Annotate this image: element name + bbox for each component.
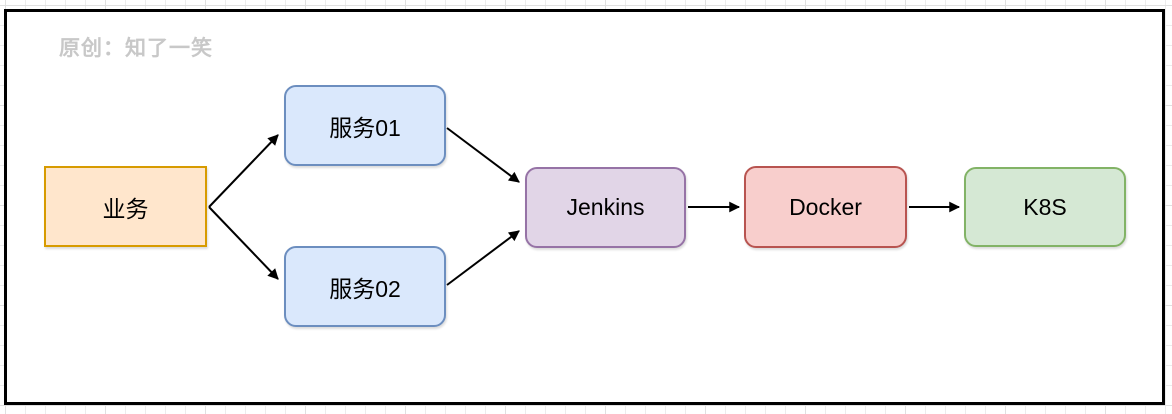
node-service-02: 服务02 [284,246,446,327]
node-docker: Docker [744,166,907,248]
node-jenkins-label: Jenkins [566,194,645,220]
node-jenkins: Jenkins [525,167,686,248]
node-k8s: K8S [964,167,1126,247]
node-docker-label: Docker [789,193,862,220]
watermark-text: 原创：知了一笑 [59,37,213,60]
node-business: 业务 [44,166,207,247]
node-service-02-label: 服务02 [329,275,401,302]
node-service-01: 服务01 [284,85,446,166]
node-service-01-label: 服务01 [329,114,401,141]
node-k8s-label: K8S [1023,193,1067,220]
node-business-label: 业务 [102,195,149,222]
